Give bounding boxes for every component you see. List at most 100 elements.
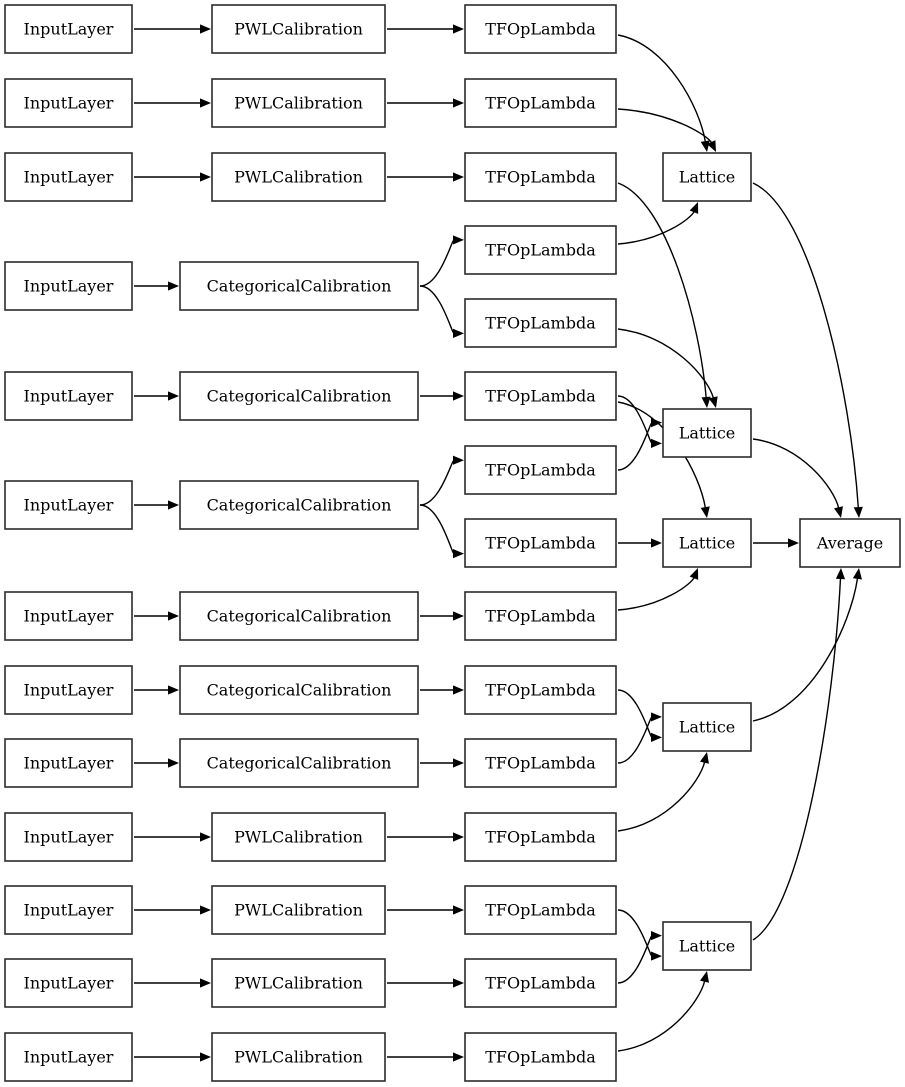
node-box[interactable] bbox=[464, 4, 617, 54]
node-cal12[interactable]: PWLCalibration bbox=[211, 958, 386, 1008]
node-in10[interactable]: InputLayer bbox=[4, 812, 133, 862]
node-box[interactable] bbox=[4, 591, 133, 641]
node-label: TFOpLambda bbox=[485, 241, 596, 260]
node-lat1[interactable]: Lattice bbox=[662, 152, 752, 202]
node-lam15[interactable]: TFOpLambda bbox=[464, 1032, 617, 1082]
node-lam3[interactable]: TFOpLambda bbox=[464, 152, 617, 202]
node-box[interactable] bbox=[464, 225, 617, 275]
node-lam7[interactable]: TFOpLambda bbox=[464, 445, 617, 495]
arrowhead-icon bbox=[453, 832, 464, 842]
node-box[interactable] bbox=[662, 152, 752, 202]
node-box[interactable] bbox=[179, 665, 419, 715]
node-cal6[interactable]: CategoricalCalibration bbox=[179, 480, 419, 530]
node-box[interactable] bbox=[211, 1032, 386, 1082]
node-in5[interactable]: InputLayer bbox=[4, 371, 133, 421]
node-box[interactable] bbox=[4, 1032, 133, 1082]
node-box[interactable] bbox=[211, 152, 386, 202]
node-in13[interactable]: InputLayer bbox=[4, 1032, 133, 1082]
node-box[interactable] bbox=[4, 958, 133, 1008]
node-box[interactable] bbox=[179, 261, 419, 311]
node-box[interactable] bbox=[464, 445, 617, 495]
node-lam2[interactable]: TFOpLambda bbox=[464, 78, 617, 128]
node-box[interactable] bbox=[211, 885, 386, 935]
node-box[interactable] bbox=[4, 152, 133, 202]
node-lam4[interactable]: TFOpLambda bbox=[464, 225, 617, 275]
node-label: PWLCalibration bbox=[234, 974, 363, 993]
node-box[interactable] bbox=[799, 518, 901, 568]
edge-layer bbox=[134, 24, 863, 1062]
node-lam5[interactable]: TFOpLambda bbox=[464, 298, 617, 348]
node-box[interactable] bbox=[4, 665, 133, 715]
node-box[interactable] bbox=[464, 152, 617, 202]
node-box[interactable] bbox=[464, 665, 617, 715]
node-lat4[interactable]: Lattice bbox=[662, 702, 752, 752]
node-lam13[interactable]: TFOpLambda bbox=[464, 885, 617, 935]
node-cal4[interactable]: CategoricalCalibration bbox=[179, 261, 419, 311]
node-box[interactable] bbox=[464, 371, 617, 421]
node-lam12[interactable]: TFOpLambda bbox=[464, 812, 617, 862]
node-box[interactable] bbox=[211, 4, 386, 54]
node-lam1[interactable]: TFOpLambda bbox=[464, 4, 617, 54]
node-box[interactable] bbox=[211, 958, 386, 1008]
node-box[interactable] bbox=[179, 591, 419, 641]
node-box[interactable] bbox=[464, 958, 617, 1008]
node-in6[interactable]: InputLayer bbox=[4, 480, 133, 530]
node-box[interactable] bbox=[464, 1032, 617, 1082]
node-box[interactable] bbox=[179, 480, 419, 530]
node-in9[interactable]: InputLayer bbox=[4, 738, 133, 788]
node-cal1[interactable]: PWLCalibration bbox=[211, 4, 386, 54]
node-box[interactable] bbox=[464, 812, 617, 862]
node-lat3[interactable]: Lattice bbox=[662, 518, 752, 568]
node-cal8[interactable]: CategoricalCalibration bbox=[179, 665, 419, 715]
node-box[interactable] bbox=[662, 702, 752, 752]
edge-line bbox=[617, 421, 653, 471]
node-box[interactable] bbox=[179, 738, 419, 788]
node-box[interactable] bbox=[4, 812, 133, 862]
node-lam6[interactable]: TFOpLambda bbox=[464, 371, 617, 421]
node-in4[interactable]: InputLayer bbox=[4, 261, 133, 311]
node-cal9[interactable]: CategoricalCalibration bbox=[179, 738, 419, 788]
node-box[interactable] bbox=[179, 371, 419, 421]
node-box[interactable] bbox=[4, 885, 133, 935]
node-box[interactable] bbox=[4, 371, 133, 421]
node-cal13[interactable]: PWLCalibration bbox=[211, 1032, 386, 1082]
node-cal7[interactable]: CategoricalCalibration bbox=[179, 591, 419, 641]
node-lam10[interactable]: TFOpLambda bbox=[464, 665, 617, 715]
node-in12[interactable]: InputLayer bbox=[4, 958, 133, 1008]
node-lam9[interactable]: TFOpLambda bbox=[464, 591, 617, 641]
node-lat2[interactable]: Lattice bbox=[662, 408, 752, 458]
node-lat5[interactable]: Lattice bbox=[662, 921, 752, 971]
node-lam14[interactable]: TFOpLambda bbox=[464, 958, 617, 1008]
node-box[interactable] bbox=[464, 78, 617, 128]
node-box[interactable] bbox=[464, 518, 617, 568]
node-cal5[interactable]: CategoricalCalibration bbox=[179, 371, 419, 421]
node-lam11[interactable]: TFOpLambda bbox=[464, 738, 617, 788]
node-box[interactable] bbox=[4, 4, 133, 54]
node-box[interactable] bbox=[211, 812, 386, 862]
node-box[interactable] bbox=[464, 591, 617, 641]
node-cal2[interactable]: PWLCalibration bbox=[211, 78, 386, 128]
node-box[interactable] bbox=[662, 518, 752, 568]
node-box[interactable] bbox=[4, 78, 133, 128]
node-box[interactable] bbox=[662, 921, 752, 971]
node-in2[interactable]: InputLayer bbox=[4, 78, 133, 128]
node-box[interactable] bbox=[464, 738, 617, 788]
node-in7[interactable]: InputLayer bbox=[4, 591, 133, 641]
node-lam8[interactable]: TFOpLambda bbox=[464, 518, 617, 568]
node-box[interactable] bbox=[211, 78, 386, 128]
node-box[interactable] bbox=[4, 480, 133, 530]
node-in8[interactable]: InputLayer bbox=[4, 665, 133, 715]
node-cal10[interactable]: PWLCalibration bbox=[211, 812, 386, 862]
node-box[interactable] bbox=[4, 738, 133, 788]
node-cal3[interactable]: PWLCalibration bbox=[211, 152, 386, 202]
node-cal11[interactable]: PWLCalibration bbox=[211, 885, 386, 935]
node-in1[interactable]: InputLayer bbox=[4, 4, 133, 54]
node-box[interactable] bbox=[4, 261, 133, 311]
node-box[interactable] bbox=[662, 408, 752, 458]
node-in11[interactable]: InputLayer bbox=[4, 885, 133, 935]
node-in3[interactable]: InputLayer bbox=[4, 152, 133, 202]
node-box[interactable] bbox=[464, 298, 617, 348]
node-avg[interactable]: Average bbox=[799, 518, 901, 568]
node-box[interactable] bbox=[464, 885, 617, 935]
